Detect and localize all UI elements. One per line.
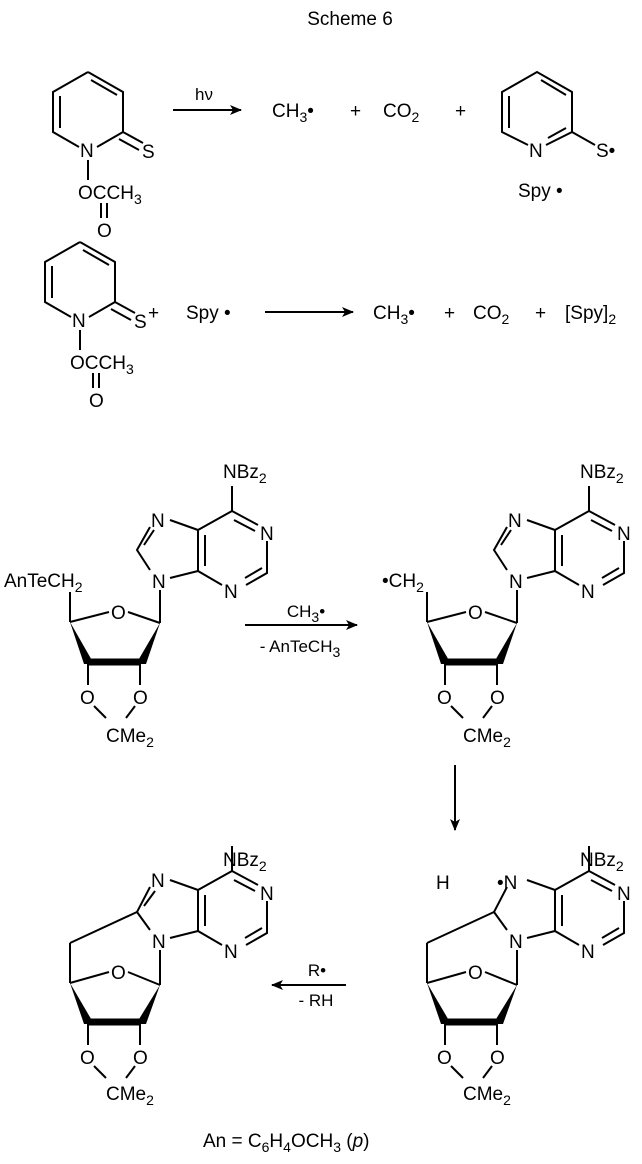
nbz2-group: NBz2 xyxy=(580,462,624,486)
atom-n3: N xyxy=(581,942,595,963)
spy-dimer: [Spy]2 xyxy=(565,303,616,327)
ring-oxygen: O xyxy=(111,963,126,984)
acetoxy-group: OCCH3 xyxy=(70,353,134,377)
atom-n: N xyxy=(80,141,94,162)
plus-sign: + xyxy=(444,303,455,324)
oxygen-3: O xyxy=(437,1048,452,1069)
atom-n7: N xyxy=(151,511,165,532)
arrow-label-hv: hν xyxy=(195,85,213,104)
acetoxy-group: OCCH3 xyxy=(78,183,142,207)
footnote-an-definition: An = C6H4OCH3 (p) xyxy=(203,1131,370,1155)
anisyltellanyl-methyl: AnTeCH2 xyxy=(4,571,83,595)
plus-sign: + xyxy=(535,303,546,324)
nbz2-group: NBz2 xyxy=(223,462,267,486)
atom-n1: N xyxy=(260,524,274,545)
pyridinethione-reactant-2: N S OCCH3 O xyxy=(44,241,147,412)
atom-n7-radical: •N xyxy=(497,873,517,894)
cme2-group: CMe2 xyxy=(463,1084,511,1108)
nbz2-group: NBz2 xyxy=(580,850,624,874)
atom-n3: N xyxy=(224,942,238,963)
arrow-label-minus-rh: - RH xyxy=(299,991,334,1010)
cme2-group: CMe2 xyxy=(106,1084,154,1108)
arrow-label-methyl-radical: CH3• xyxy=(287,602,325,625)
ring-oxygen: O xyxy=(468,963,483,984)
scheme-title: Scheme 6 xyxy=(307,9,393,30)
oxygen-2: O xyxy=(133,688,148,709)
atom-n7: N xyxy=(508,511,522,532)
carbonyl-o: O xyxy=(97,221,112,242)
oxygen-3: O xyxy=(80,1048,95,1069)
cyclonucleoside-product: NBz2 N N N N O O O CMe2 xyxy=(69,846,274,1108)
oxygen-3: O xyxy=(80,688,95,709)
cme2-group: CMe2 xyxy=(106,726,154,750)
atom-n: N xyxy=(529,141,543,162)
ring-oxygen: O xyxy=(111,603,126,624)
atom-n9: N xyxy=(509,572,523,593)
atom-n1: N xyxy=(617,524,631,545)
atom-n1: N xyxy=(260,884,274,905)
methyl-radical: CH3• xyxy=(373,303,415,327)
atom-n9: N xyxy=(152,572,166,593)
adenosine-5-radical: NBz2 N N N N •CH2 O O O CMe2 xyxy=(382,462,631,750)
atom-n9: N xyxy=(152,932,166,953)
atom-n3: N xyxy=(224,582,238,603)
atom-s-radical: S• xyxy=(596,141,615,162)
oxygen-2: O xyxy=(490,688,505,709)
pyridinethione-reactant-1: N S OCCH3 O xyxy=(52,71,155,242)
footnote-formula: An = C6H4OCH3 ( xyxy=(203,1131,353,1155)
atom-s: S xyxy=(134,312,147,333)
adenosine-tellanyl-reactant: NBz2 N N N N AnTeCH2 O O O CMe2 xyxy=(4,462,274,750)
methylene-radical: •CH2 xyxy=(382,571,424,595)
arrow-label-minus-antech3: - AnTeCH3 xyxy=(260,637,341,660)
atom-n9: N xyxy=(509,932,523,953)
plus-sign: + xyxy=(350,101,361,122)
atom-h: H xyxy=(436,873,450,894)
atom-n7: N xyxy=(151,871,165,892)
carbonyl-o: O xyxy=(89,391,104,412)
plus-sign: + xyxy=(455,101,466,122)
oxygen-3: O xyxy=(437,688,452,709)
atom-n: N xyxy=(72,311,86,332)
plus-sign: + xyxy=(148,303,159,324)
spy-radical: Spy • xyxy=(186,303,231,324)
cme2-group: CMe2 xyxy=(463,726,511,750)
methyl-radical: CH3• xyxy=(272,101,314,125)
oxygen-2: O xyxy=(133,1048,148,1069)
pyridylthiyl-radical: N S• Spy • xyxy=(501,70,615,202)
nbz2-group: NBz2 xyxy=(223,850,267,874)
footnote-close: ) xyxy=(363,1131,369,1152)
co2: CO2 xyxy=(383,101,420,125)
oxygen-2: O xyxy=(490,1048,505,1069)
cyclized-aminyl-radical: NBz2 H •N N N N O O O CMe2 xyxy=(426,846,631,1108)
arrow-label-r-radical: R• xyxy=(308,961,326,980)
ring-oxygen: O xyxy=(468,603,483,624)
spy-label: Spy • xyxy=(518,181,563,202)
atom-s: S xyxy=(142,142,155,163)
co2: CO2 xyxy=(473,303,510,327)
atom-n1: N xyxy=(617,884,631,905)
footnote-para: p xyxy=(352,1131,364,1152)
atom-n3: N xyxy=(581,582,595,603)
